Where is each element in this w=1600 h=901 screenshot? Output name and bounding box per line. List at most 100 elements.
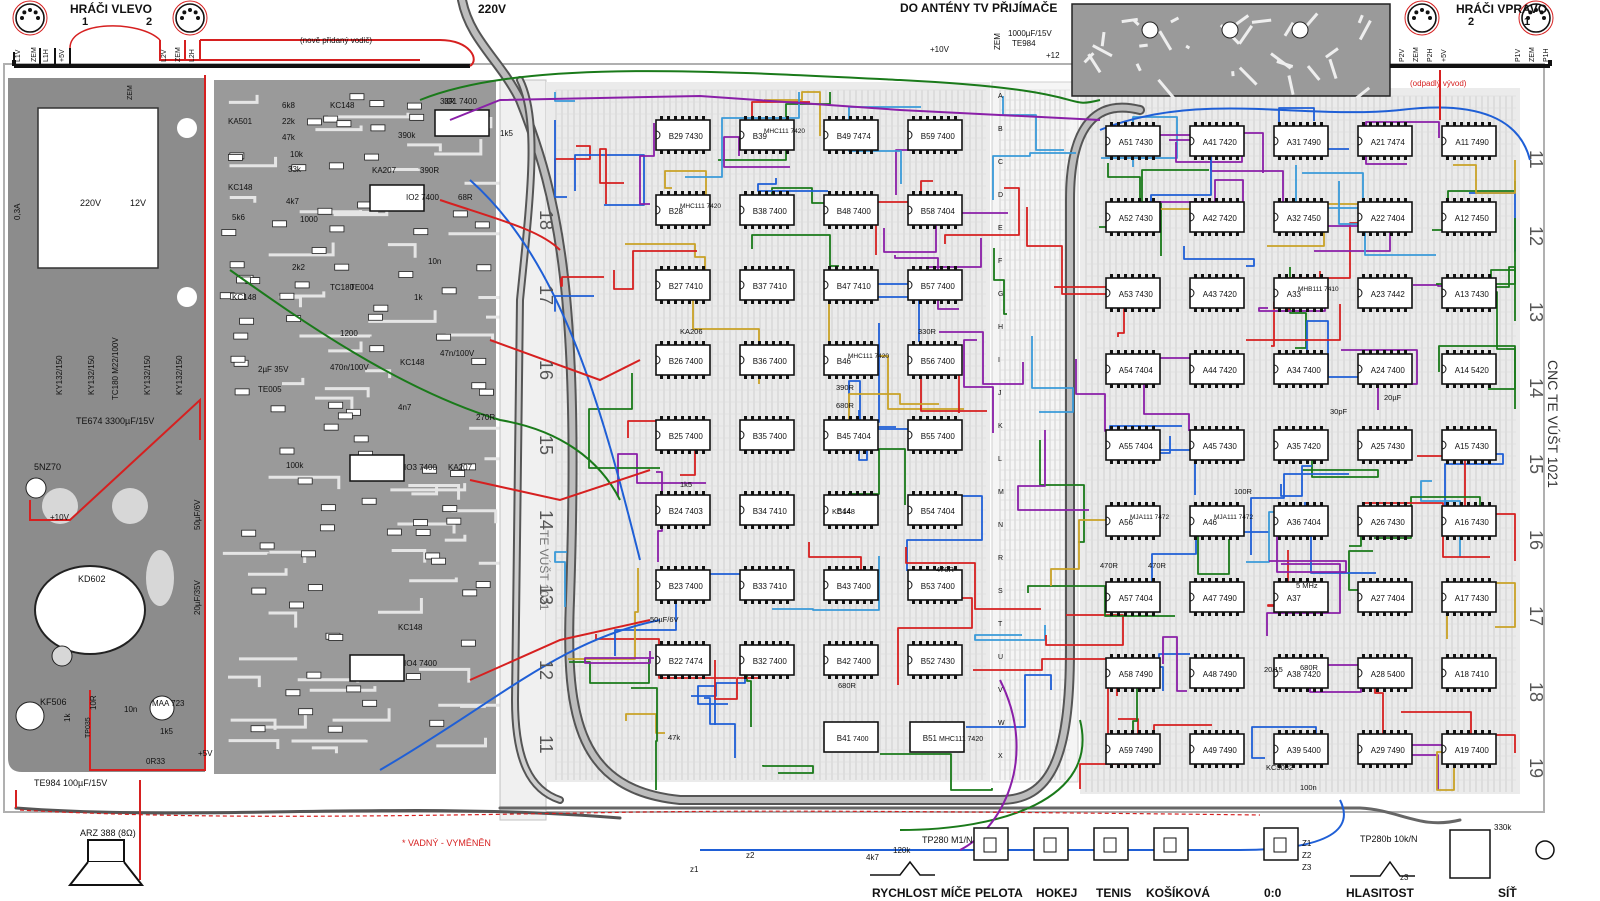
component-label: KA501 [228,117,253,126]
component-label: 47k [282,133,296,142]
chip-type: 7404 [1135,594,1153,603]
gray-cables [14,0,1462,825]
component-label: KC148 [228,183,253,192]
row-number: 16 [536,360,556,380]
row-number: 19 [1526,758,1546,778]
chip-type: 7400 [769,207,787,216]
pin-letter: S [998,588,1003,595]
chip-type: 7404 [1135,442,1153,451]
label-game-mode: PELOTA [975,886,1023,900]
chip-type: 7404 [1387,594,1405,603]
chip-id: A26 [1371,518,1386,527]
connector-pin-label: L1V [15,49,22,62]
wire-label: z1 [690,865,699,874]
wire-label: Z3 [1302,863,1312,872]
chip-type: 7404 [1303,518,1321,527]
chip-id: B34 [753,507,768,516]
label-game-mode: KOŠÍKOVÁ [1146,885,1210,900]
chip-type: MJA111 7472 [1214,514,1254,521]
chip-id: A23 [1371,290,1386,299]
chip-type: 7410 [853,282,871,291]
component-label: 2µF 35V [258,365,289,374]
chip-id: A18 [1455,670,1470,679]
chip-id: B59 [921,132,936,141]
fuse-holder-icon [1535,840,1555,860]
chip-type: 7400 [937,357,955,366]
chip-id: A44 [1203,366,1218,375]
component-label: 50µF/6V [650,615,679,624]
component-label: 4k7 [286,197,299,206]
chip-type: 7430 [1135,138,1153,147]
pin-letter: H [998,324,1003,331]
component-label: 1k5 [680,480,692,489]
chip-id: B43 [837,582,852,591]
chip-type: 7400 [685,357,703,366]
chip-type: 7430 [685,132,703,141]
din-socket-icon [1518,0,1554,36]
chip-id: A17 [1455,594,1470,603]
chip-type: 7490 [1135,670,1153,679]
chip-id: A15 [1455,442,1470,451]
chip-id: B29 [669,132,684,141]
component-label: 680R [838,681,857,690]
component-label: 470n/100V [330,363,369,372]
board-id-text: TE VÚŠT 1021 [537,530,552,611]
chip-type: 7404 [853,432,871,441]
chip-type: 7420 [1219,290,1237,299]
component-label: 330R [918,327,937,336]
transistor-label: KD602 [78,574,106,584]
component-label: 470R [936,565,955,574]
chip-id: A14 [1455,366,1470,375]
chip-id: A32 [1287,214,1302,223]
chip-type: 7490 [1135,746,1153,755]
chip-type: 7430 [1135,290,1153,299]
note-new-wire: (nově přidaný vodič) [300,36,372,45]
pin-letter: U [998,654,1003,661]
component-label: 10k [290,150,304,159]
chip-id: B23 [669,582,684,591]
component-label: 6k8 [282,101,295,110]
component-label: 4n7 [398,403,412,412]
num-label: 2 [146,16,152,28]
speaker-icon [67,839,145,886]
row-number: 13 [536,585,556,605]
chip-type: 7400 [937,282,955,291]
chip-type: 7450 [1471,214,1489,223]
chip-type: 7403 [685,507,703,516]
chip-type: 7430 [937,657,955,666]
chip-id: A11 [1455,138,1469,147]
pot-label: TP280 M1/N [922,835,973,845]
label-ball-speed: RYCHLOST MÍČE [872,885,971,900]
component-label: KC148 [330,101,355,110]
component-label: 20µF [1384,393,1402,402]
component-label: 2k2 [292,263,305,272]
chip-id: A41 [1203,138,1218,147]
cap-label: 50µF/6V [193,499,202,530]
zener-diode-body [25,477,47,499]
